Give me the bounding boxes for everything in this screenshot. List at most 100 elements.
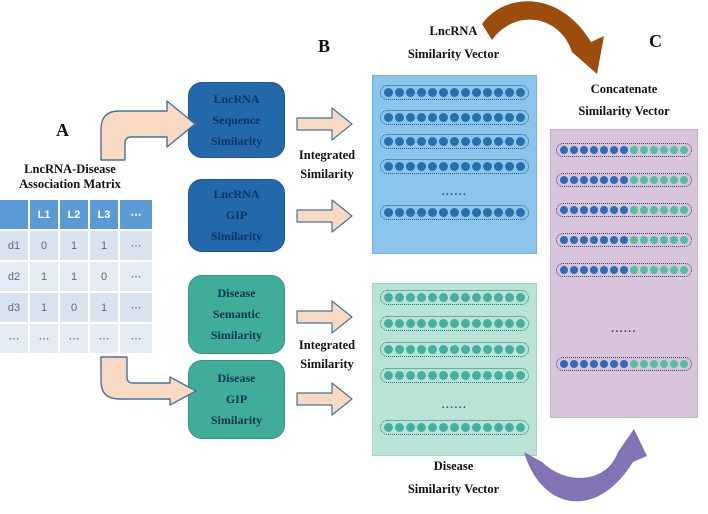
vector-element-dot bbox=[580, 176, 588, 184]
vector-element-dot bbox=[620, 266, 628, 274]
vector-element-dot bbox=[600, 360, 608, 368]
vector-element-dot bbox=[494, 137, 503, 146]
matrix-value-cell: ⋯ bbox=[60, 324, 88, 353]
label-line: Integrated bbox=[298, 148, 356, 162]
vector-element-dot bbox=[483, 88, 492, 97]
vector-element-dot bbox=[384, 423, 393, 432]
label-line: Similarity bbox=[300, 357, 354, 371]
elbow-arrow-matrix-to-disease bbox=[100, 356, 197, 406]
vector-element-dot bbox=[395, 319, 404, 328]
vector-element-dot bbox=[630, 360, 638, 368]
box-line: Disease bbox=[217, 286, 256, 300]
vector-element-dot bbox=[428, 137, 437, 146]
section-label-a: A bbox=[56, 120, 69, 140]
vector-element-dot bbox=[560, 146, 568, 154]
vector-element-dot bbox=[640, 206, 648, 214]
vector-element-dot bbox=[384, 371, 393, 380]
curved-arrow-disease-to-concatenate bbox=[524, 429, 647, 502]
similarity-vector-row bbox=[556, 173, 692, 187]
title-line: Disease bbox=[433, 459, 474, 473]
label-line: Similarity bbox=[300, 167, 354, 181]
vector-element-dot bbox=[505, 319, 514, 328]
vector-element-dot bbox=[570, 236, 578, 244]
vector-element-dot bbox=[590, 266, 598, 274]
vector-element-dot bbox=[395, 371, 404, 380]
similarity-vector-row bbox=[380, 205, 529, 220]
vector-element-dot bbox=[439, 371, 448, 380]
disease-vector-title: Disease Similarity Vector bbox=[372, 455, 535, 501]
vector-element-dot bbox=[450, 208, 459, 217]
vector-element-dot bbox=[483, 371, 492, 380]
similarity-vector-row bbox=[556, 203, 692, 217]
similarity-vector-row bbox=[556, 263, 692, 277]
vector-element-dot bbox=[417, 345, 426, 354]
matrix-value-cell: ⋯ bbox=[120, 262, 152, 291]
vector-element-dot bbox=[428, 208, 437, 217]
vector-element-dot bbox=[395, 88, 404, 97]
matrix-value-cell: 1 bbox=[90, 293, 118, 322]
vector-element-dot bbox=[428, 345, 437, 354]
matrix-value-cell: ⋯ bbox=[120, 231, 152, 260]
vector-element-dot bbox=[406, 137, 415, 146]
vector-element-dot bbox=[406, 161, 415, 171]
vector-element-dot bbox=[472, 161, 481, 171]
matrix-header-cell: L3 bbox=[90, 200, 118, 229]
vector-element-dot bbox=[580, 146, 588, 154]
matrix-value-cell: 1 bbox=[30, 262, 58, 291]
title-line: Similarity Vector bbox=[407, 47, 500, 61]
vector-element-dot bbox=[560, 266, 568, 274]
vector-element-dot bbox=[590, 206, 598, 214]
lncrna-vector-title: LncRNA Similarity Vector bbox=[372, 20, 535, 66]
vector-element-dot bbox=[516, 345, 525, 354]
vector-element-dot bbox=[660, 206, 668, 214]
vector-element-dot bbox=[406, 371, 415, 380]
vector-element-dot bbox=[472, 293, 481, 302]
integrated-similarity-label-top: Integrated Similarity bbox=[282, 146, 372, 184]
vector-element-dot bbox=[670, 236, 678, 244]
concatenate-similarity-vector-panel: ...... bbox=[550, 129, 698, 418]
vector-element-dot bbox=[600, 236, 608, 244]
vector-element-dot bbox=[570, 176, 578, 184]
vector-element-dot bbox=[670, 146, 678, 154]
matrix-value-cell: 0 bbox=[30, 231, 58, 260]
vector-element-dot bbox=[640, 176, 648, 184]
box-line: Similarity bbox=[210, 328, 263, 342]
vector-element-dot bbox=[384, 161, 393, 171]
vector-element-dot bbox=[590, 360, 598, 368]
matrix-row-label: d1 bbox=[0, 231, 28, 260]
matrix-value-cell: 0 bbox=[90, 262, 118, 291]
vector-element-dot bbox=[384, 345, 393, 354]
vector-element-dot bbox=[406, 319, 415, 328]
vector-element-dot bbox=[630, 266, 638, 274]
matrix-title: LncRNA-Disease Association Matrix bbox=[0, 162, 140, 192]
vector-element-dot bbox=[406, 112, 415, 122]
box-line: Similarity bbox=[210, 413, 263, 427]
vector-element-dot bbox=[472, 137, 481, 146]
matrix-value-cell: ⋯ bbox=[30, 324, 58, 353]
vector-element-dot bbox=[450, 161, 459, 171]
similarity-vector-row bbox=[380, 158, 529, 174]
vector-element-dot bbox=[494, 371, 503, 380]
vector-element-dot bbox=[384, 88, 393, 97]
vector-element-dot bbox=[483, 423, 492, 432]
vector-element-dot bbox=[428, 293, 437, 302]
section-label-b: B bbox=[318, 36, 331, 56]
vector-element-dot bbox=[505, 423, 514, 432]
concatenate-vector-title: Concatenate Similarity Vector bbox=[545, 78, 703, 122]
vector-element-dot bbox=[640, 146, 648, 154]
vector-element-dot bbox=[660, 176, 668, 184]
vector-element-dot bbox=[505, 293, 514, 302]
vector-element-dot bbox=[560, 176, 568, 184]
box-line: Similarity bbox=[210, 133, 263, 148]
vector-element-dot bbox=[428, 371, 437, 380]
matrix-header-cell bbox=[0, 200, 28, 229]
disease-similarity-vector-panel: ...... bbox=[372, 283, 537, 456]
vector-element-dot bbox=[428, 423, 437, 432]
vector-element-dot bbox=[600, 206, 608, 214]
vector-element-dot bbox=[650, 266, 658, 274]
title-line: Similarity Vector bbox=[407, 482, 500, 496]
vector-element-dot bbox=[680, 360, 688, 368]
vector-element-dot bbox=[483, 137, 492, 146]
vector-element-dot bbox=[450, 371, 459, 380]
